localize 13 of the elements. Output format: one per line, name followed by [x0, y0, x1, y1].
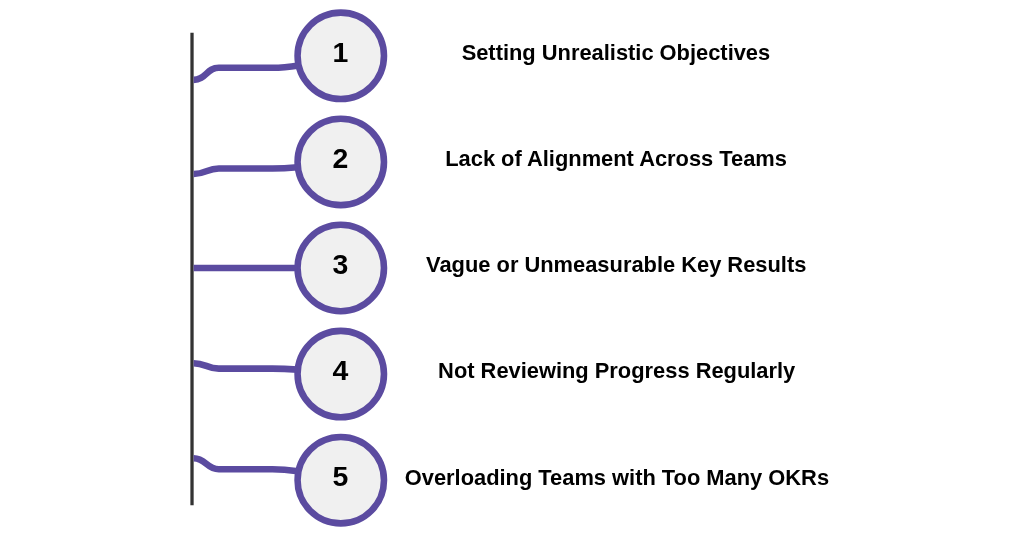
node-circle: 5: [293, 433, 387, 527]
node-label: Vague or Unmeasurable Key Results: [425, 252, 806, 278]
node-circle: 2: [293, 115, 387, 209]
node-label: Overloading Teams with Too Many OKRs: [404, 464, 829, 490]
connector: [192, 62, 299, 84]
node-label: Setting Unrealistic Objectives: [461, 40, 770, 66]
connector: [192, 455, 299, 475]
node-circle: 4: [293, 327, 387, 421]
node-circle: 3: [293, 221, 387, 315]
node-circle: 1: [293, 9, 387, 103]
node-label: Lack of Alignment Across Teams: [444, 146, 787, 172]
node-bar: [189, 32, 194, 506]
node-label: Not Reviewing Progress Regularly: [437, 358, 795, 384]
